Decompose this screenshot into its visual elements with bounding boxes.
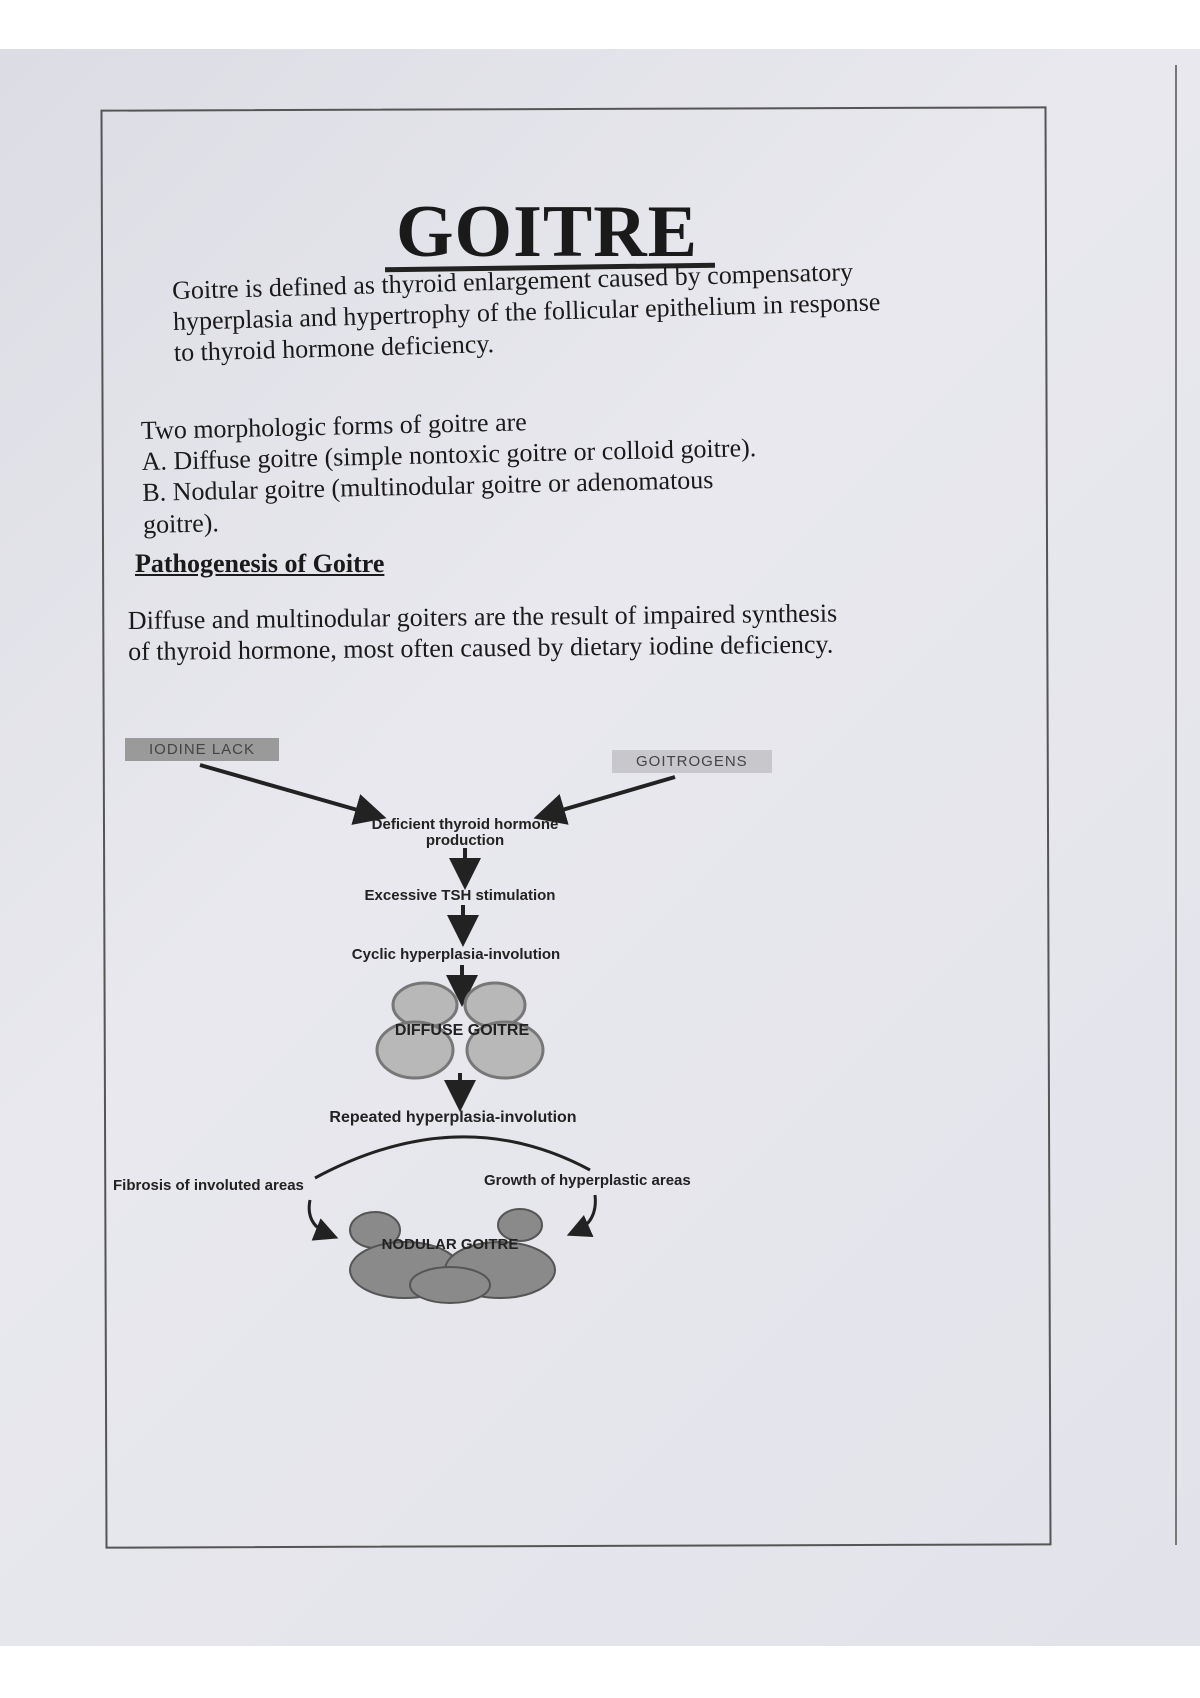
goitrogens-box: GOITROGENS (612, 750, 772, 773)
fibrosis-label: Fibrosis of involuted areas (113, 1177, 304, 1194)
arrow-growth (566, 1194, 597, 1238)
diffuse-goitre-label: DIFFUSE GOITRE (394, 1022, 530, 1039)
arrow-fibrosis (307, 1199, 339, 1241)
iodine-lack-box: IODINE LACK (125, 738, 280, 761)
arrow-goitrogens (533, 775, 676, 825)
cyclic-label: Cyclic hyperplasia-involution (351, 946, 561, 963)
growth-label: Growth of hyperplastic areas (484, 1172, 691, 1189)
label-line: production (425, 831, 505, 849)
tsh-label: Excessive TSH stimulation (364, 887, 556, 904)
page-title: GOITRE (395, 191, 699, 273)
photo-background (0, 49, 1200, 1646)
pathogenesis-heading: Pathogenesis of Goitre (135, 549, 385, 578)
diffuse-goitre-illustration (375, 981, 545, 1080)
repeated-label: Repeated hyperplasia-involution (329, 1109, 577, 1126)
arrow-iodine (199, 763, 387, 825)
nodular-goitre-label: NODULAR GOITRE (381, 1236, 519, 1253)
nodular-goitre-illustration (349, 1208, 556, 1304)
adjacent-page-edge (1175, 65, 1177, 1545)
deficient-hormone-label: Deficient thyroid hormone production (372, 817, 559, 849)
cycle-arc (314, 1135, 591, 1180)
label-line: Deficient thyroid hormone (371, 816, 559, 833)
